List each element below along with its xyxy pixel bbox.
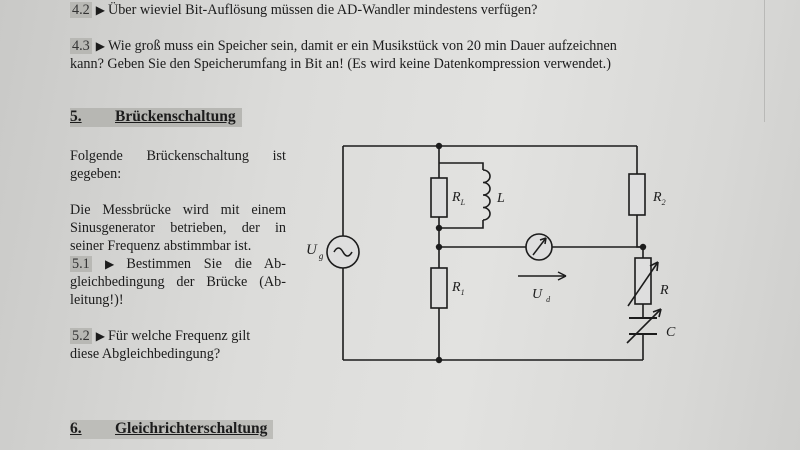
triangle-bullet-icon: ▶ bbox=[95, 257, 124, 271]
question-number: 5.2 bbox=[70, 328, 92, 344]
triangle-bullet-icon: ▶ bbox=[95, 3, 105, 17]
question-text: Für welche Frequenz gilt bbox=[107, 328, 251, 344]
galvanometer-needle bbox=[532, 237, 547, 256]
variable-resistor-arrow bbox=[627, 261, 659, 307]
section-number: 6. bbox=[70, 420, 82, 437]
junction-dot bbox=[435, 224, 443, 232]
question-line-2: diese Abgleichbedingung? bbox=[70, 346, 221, 362]
question-line-2: gleichbedingung der Brücke (Ab- bbox=[70, 274, 286, 290]
variable-capacitor-arrow bbox=[626, 308, 662, 344]
section-title: Brückenschaltung bbox=[115, 108, 236, 125]
resistor-r2 bbox=[628, 173, 646, 216]
section-title: Gleichrichterschaltung bbox=[115, 420, 268, 437]
resistor-rl bbox=[430, 177, 448, 218]
paragraph-line: Sinusgenerator betrieben, der in bbox=[70, 220, 286, 236]
paragraph-line: seiner Frequenz abstimmbar ist. bbox=[70, 238, 252, 254]
section-5-heading: 5. Brückenschaltung bbox=[70, 108, 242, 127]
junction-dot bbox=[639, 243, 647, 251]
question-text: Bestimmen Sie die Ab- bbox=[126, 256, 286, 272]
page-margin-line bbox=[764, 0, 765, 122]
paragraph-line: Folgende Brückenschaltung ist bbox=[70, 148, 286, 164]
inductor-coil bbox=[482, 169, 491, 221]
label-r1: R1 bbox=[451, 280, 465, 297]
description-paragraph: Die Messbrücke wird mit einem Sinusgener… bbox=[70, 201, 286, 255]
intro-paragraph: Folgende Brückenschaltung ist gegeben: bbox=[70, 147, 286, 183]
paragraph-line: gegeben: bbox=[70, 166, 122, 182]
question-5-1: 5.1▶Bestimmen Sie die Ab- gleichbedingun… bbox=[70, 255, 286, 309]
question-text: Über wieviel Bit-Auflösung müssen die AD… bbox=[107, 2, 538, 18]
question-line-1: 5.2▶Für welche Frequenz gilt bbox=[70, 327, 286, 345]
resistor-r-variable bbox=[634, 257, 652, 305]
junction-dot bbox=[435, 243, 443, 251]
triangle-bullet-icon: ▶ bbox=[95, 39, 105, 53]
question-line-2: kann? Geben Sie den Speicherumfang in Bi… bbox=[70, 56, 611, 72]
label-rl: RL bbox=[451, 190, 466, 207]
junction-dot bbox=[435, 142, 443, 150]
question-number: 4.3 bbox=[70, 38, 92, 54]
question-line-1: 4.3▶Wie groß muss ein Speicher sein, dam… bbox=[70, 37, 710, 55]
question-5-2: 5.2▶Für welche Frequenz gilt diese Abgle… bbox=[70, 327, 286, 363]
question-line-3: leitung!)! bbox=[70, 292, 124, 308]
section-6-heading: 6. Gleichrichterschaltung bbox=[70, 420, 274, 439]
question-line-1: 5.1▶Bestimmen Sie die Ab- bbox=[70, 255, 286, 273]
sine-wave-icon bbox=[333, 247, 353, 257]
resistor-r1 bbox=[430, 267, 448, 309]
question-4-3: 4.3▶Wie groß muss ein Speicher sein, dam… bbox=[70, 37, 710, 73]
question-4-2: 4.2▶Über wieviel Bit-Auflösung müssen di… bbox=[70, 1, 537, 19]
wire-inductor bbox=[439, 162, 484, 229]
triangle-bullet-icon: ▶ bbox=[95, 329, 105, 343]
junction-dot bbox=[435, 356, 443, 364]
label-r: R bbox=[659, 283, 669, 298]
label-l: L bbox=[496, 191, 505, 206]
paragraph-line: Die Messbrücke wird mit einem bbox=[70, 202, 286, 218]
question-text: Wie groß muss ein Speicher sein, damit e… bbox=[107, 38, 617, 54]
section-number: 5. bbox=[70, 108, 82, 125]
question-number: 5.1 bbox=[70, 256, 92, 272]
label-c: C bbox=[666, 325, 676, 340]
question-number: 4.2 bbox=[70, 2, 92, 18]
label-r2: R2 bbox=[652, 190, 666, 207]
